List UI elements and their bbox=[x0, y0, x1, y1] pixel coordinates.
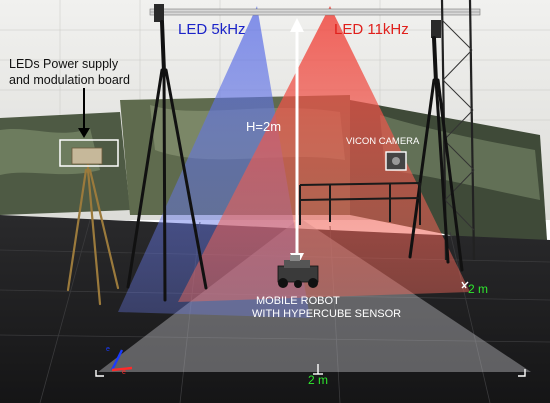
axis-x-label: e bbox=[122, 369, 126, 376]
axis-y-label: e bbox=[106, 346, 110, 353]
metal-rack bbox=[299, 182, 421, 225]
robot-label-line1: MOBILE ROBOT bbox=[256, 295, 340, 307]
board-highlight-box bbox=[59, 139, 119, 167]
center-tripod bbox=[126, 20, 208, 302]
led-5khz-label: LED 5kHz bbox=[178, 21, 246, 38]
led-11khz-label: LED 11kHz bbox=[334, 21, 409, 38]
dimension-label-right: 2 m bbox=[468, 282, 489, 296]
board-tripod bbox=[66, 147, 120, 306]
power-supply-label-line2: and modulation board bbox=[9, 73, 130, 87]
modulation-board bbox=[71, 147, 103, 165]
floor-corner-markers bbox=[95, 281, 526, 377]
vicon-camera-label: VICON CAMERA bbox=[346, 136, 420, 147]
right-tripod bbox=[408, 36, 464, 272]
power-supply-label-line1: LEDs Power supply bbox=[9, 57, 119, 71]
robot-label-line2: WITH HYPERCUBE SENSOR bbox=[252, 308, 402, 320]
mobile-robot bbox=[277, 255, 319, 288]
axis-indicator bbox=[110, 349, 133, 372]
led-red-cone bbox=[178, 6, 470, 302]
height-label: H=2m bbox=[246, 119, 282, 134]
dimension-label-bottom: 2 m bbox=[308, 373, 329, 387]
